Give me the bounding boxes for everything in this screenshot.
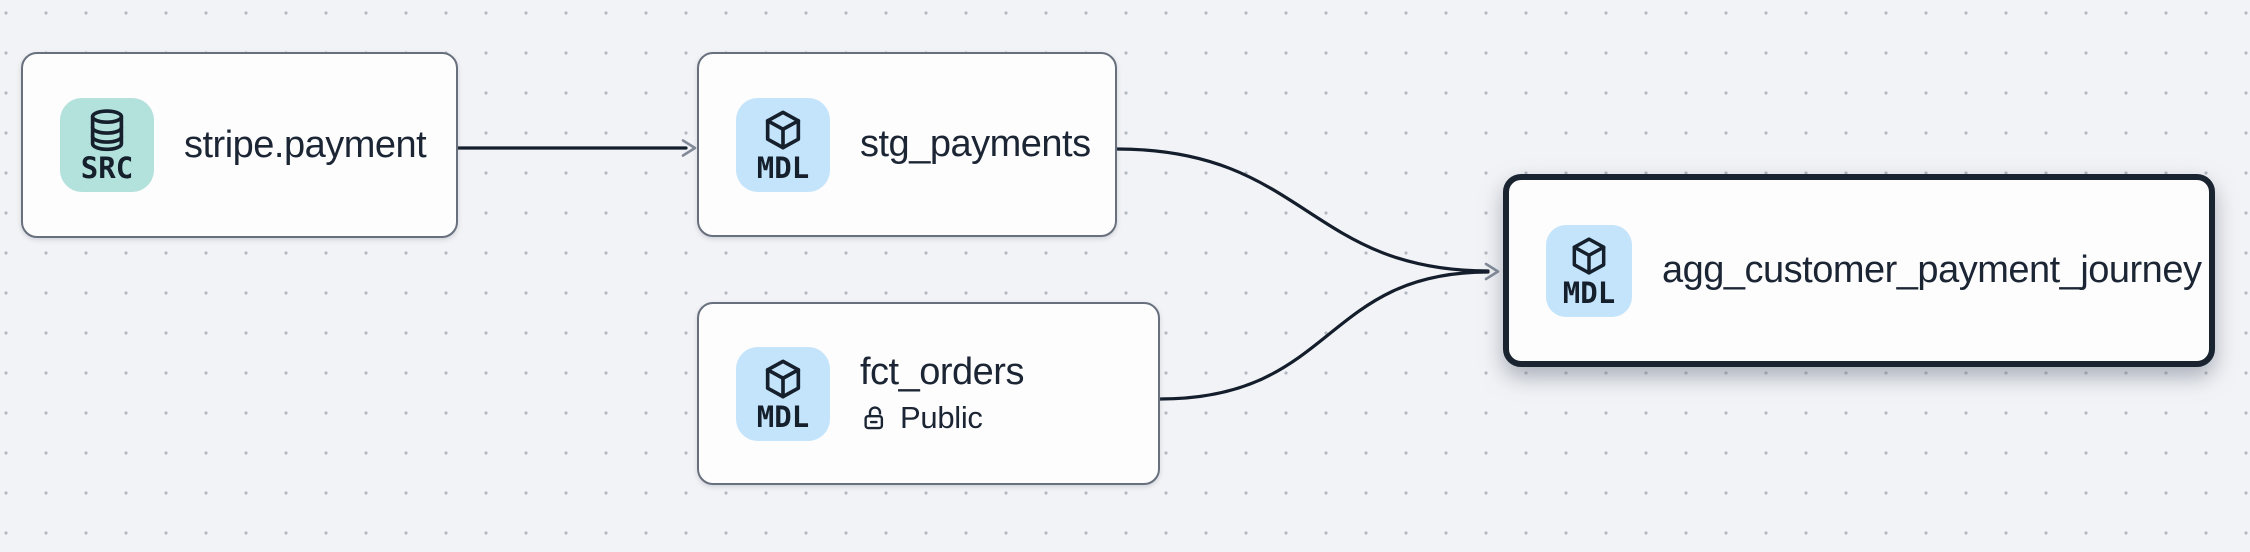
badge-kind-label: SRC: [80, 151, 134, 185]
node-title: fct_orders: [860, 351, 1024, 393]
arrowhead-icon: [1484, 262, 1500, 281]
edge-fct-orders-to-agg: [1158, 270, 1490, 401]
lineage-node-stripe-payment[interactable]: SRC stripe.payment: [21, 52, 458, 238]
visibility-label: Public: [900, 400, 983, 435]
model-type-badge: MDL: [736, 97, 830, 192]
node-title: stg_payments: [860, 123, 1091, 165]
badge-kind-label: MDL: [1562, 275, 1616, 310]
model-type-badge: MDL: [1546, 224, 1632, 317]
node-title: stripe.payment: [184, 123, 427, 166]
visibility-row: Public: [860, 400, 1024, 436]
database-icon: [90, 109, 124, 152]
node-title: agg_customer_payment_journey: [1662, 249, 2202, 291]
model-type-badge: MDL: [736, 346, 830, 441]
cube-icon: [765, 359, 801, 398]
cube-icon: [765, 110, 801, 149]
lineage-node-fct-orders[interactable]: MDL fct_orders Public: [697, 302, 1160, 485]
badge-kind-label: MDL: [756, 399, 810, 434]
source-type-badge: SRC: [60, 98, 154, 192]
lineage-node-agg-customer-payment-journey[interactable]: MDL agg_customer_payment_journey: [1503, 174, 2215, 367]
cube-icon: [1572, 236, 1606, 275]
unlock-icon: [864, 406, 884, 430]
lineage-node-stg-payments[interactable]: MDL stg_payments: [697, 52, 1117, 237]
badge-kind-label: MDL: [756, 150, 810, 185]
edge-stg-payments-to-agg: [1115, 147, 1490, 273]
arrowhead-icon: [681, 139, 697, 157]
